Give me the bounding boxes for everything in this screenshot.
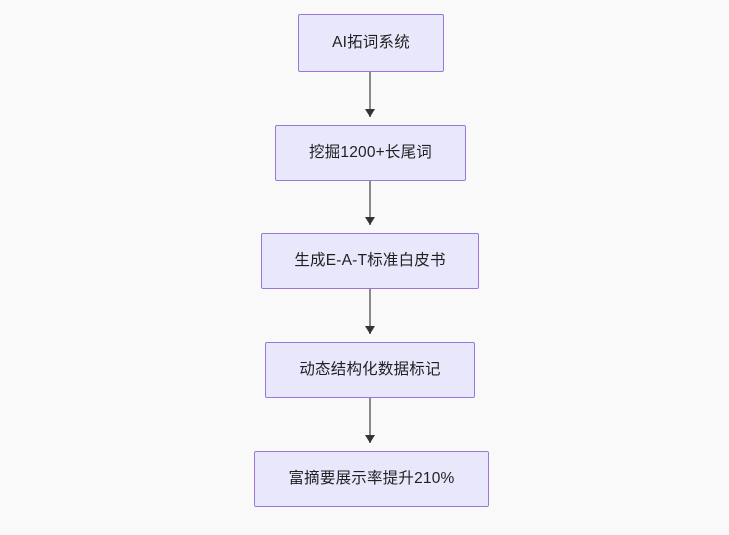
flowchart-node-mine-longtail-keywords[interactable]: 挖掘1200+长尾词 [275,125,466,181]
arrow-head-icon [364,109,375,117]
node-label: 富摘要展示率提升210% [288,469,455,487]
arrow-head-icon [364,435,375,443]
edge-line [369,72,371,117]
flowchart-node-dynamic-structured-data-markup[interactable]: 动态结构化数据标记 [265,342,475,398]
edge-line [369,181,371,225]
node-label: 动态结构化数据标记 [299,360,441,378]
flowchart-node-generate-eat-whitepaper[interactable]: 生成E-A-T标准白皮书 [261,233,479,289]
arrow-head-icon [364,217,375,225]
edge-line [369,398,371,443]
flowchart-node-rich-snippet-rate-increase[interactable]: 富摘要展示率提升210% [254,451,489,507]
arrow-head-icon [364,326,375,334]
node-label: 生成E-A-T标准白皮书 [294,251,446,269]
edge-line [369,289,371,334]
node-label: AI拓词系统 [332,33,410,51]
flowchart-node-ai-keyword-system[interactable]: AI拓词系统 [298,14,444,72]
node-label: 挖掘1200+长尾词 [308,143,433,161]
